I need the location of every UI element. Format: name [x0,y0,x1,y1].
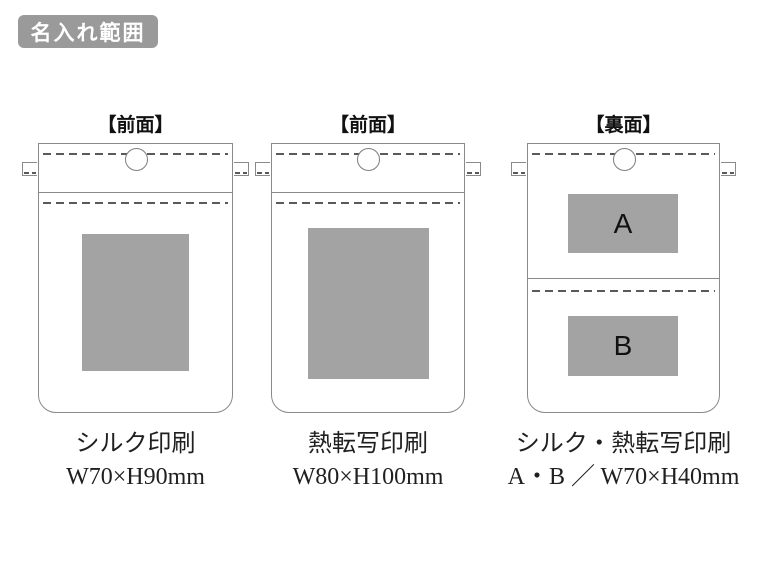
print-area [308,228,429,379]
string-tab-left [255,162,270,176]
print-area-a: A [568,194,678,253]
seam-line [528,278,719,279]
tab-stitch-line [257,172,269,174]
caption: シルク印刷 W70×H90mm [0,428,286,494]
drawstring-hole [357,148,380,171]
bag-body: A B [511,143,736,413]
caption: シルク・熱転写印刷 A・B ／ W70×H40mm [474,428,760,494]
tab-stitch-line [513,172,525,174]
bag-front-thermal: 【前面】 熱転写印刷 W80×H100mm [255,0,481,570]
caption-method: 熱転写印刷 [308,431,428,457]
bag-body [255,143,481,413]
caption-size: A・B ／ W70×H40mm [507,464,740,490]
string-tab-right [466,162,481,176]
caption-size: W80×H100mm [292,464,444,490]
caption-method: シルク印刷 [75,431,196,457]
caption: 熱転写印刷 W80×H100mm [218,428,518,494]
drawstring-hole [124,148,148,171]
bag-front-silk: 【前面】 シルク印刷 W70×H90mm [22,0,249,570]
tab-stitch-line [467,172,479,174]
print-area [82,234,189,371]
seam-stitch-line [43,202,228,204]
side-label: 【裏面】 [585,115,662,136]
tab-stitch-line [722,172,734,174]
print-area-a-label: A [613,207,633,239]
string-tab-left [22,162,37,176]
bag-body [22,143,249,413]
tab-stitch-line [235,172,247,174]
tab-stitch-line [24,172,36,174]
print-area-b-label: B [613,330,633,361]
seam-stitch-line [532,290,715,292]
string-tab-left [511,162,526,176]
drawstring-hole [612,148,636,171]
seam-line [272,192,464,193]
string-tab-right [721,162,736,176]
seam-line [39,192,232,193]
side-label: 【前面】 [97,115,174,136]
side-label: 【前面】 [329,115,406,136]
print-area-b: B [568,316,678,376]
page-title-badge: 名入れ範囲 [18,15,158,48]
string-tab-right [234,162,249,176]
bag-back: 【裏面】 A B シルク・熱転写印刷 A・B ／ W70×H40mm [508,0,740,570]
caption-method: シルク・熱転写印刷 [515,431,732,457]
caption-size: W70×H90mm [66,464,205,490]
seam-stitch-line [276,202,460,204]
